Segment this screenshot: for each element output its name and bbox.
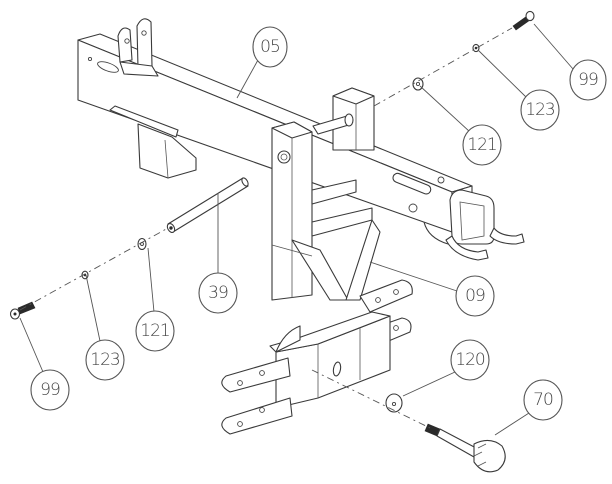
axle-pin — [166, 177, 249, 234]
callout-99-left: 99 — [30, 369, 70, 411]
left-fastener-stack — [9, 237, 147, 320]
clevis-bracket — [117, 18, 159, 77]
svg-text:39: 39 — [208, 283, 228, 303]
assembly-axis-lines — [19, 27, 513, 429]
hook-bracket — [423, 189, 525, 261]
knob-assembly — [385, 393, 506, 473]
svg-text:70: 70 — [533, 390, 553, 410]
svg-text:123: 123 — [90, 350, 120, 370]
callout-70: 70 — [523, 379, 563, 421]
svg-text:120: 120 — [455, 350, 485, 370]
knob-head — [473, 439, 506, 473]
callout-05: 05 — [252, 26, 288, 68]
svg-text:123: 123 — [525, 100, 555, 120]
leader-lines — [19, 23, 574, 436]
svg-text:121: 121 — [467, 135, 496, 155]
callout-120: 120 — [450, 339, 490, 381]
svg-text:99: 99 — [578, 70, 598, 90]
callout-09: 09 — [455, 275, 495, 317]
upright-support-frame — [271, 87, 381, 301]
callout-123-left: 123 — [85, 339, 125, 381]
bolt-left — [9, 301, 36, 320]
svg-text:05: 05 — [260, 37, 280, 57]
callout-123-right: 123 — [520, 89, 560, 131]
base-clamp-foot — [221, 279, 413, 435]
callout-121-right: 121 — [462, 124, 502, 166]
callout-39: 39 — [198, 272, 238, 314]
callout-121-left: 121 — [135, 310, 175, 352]
right-fastener-stack — [412, 10, 535, 91]
svg-text:09: 09 — [465, 286, 485, 306]
svg-text:121: 121 — [140, 321, 169, 341]
bolt-right — [512, 10, 535, 31]
callout-99-right: 99 — [569, 59, 607, 101]
svg-text:99: 99 — [40, 380, 60, 400]
